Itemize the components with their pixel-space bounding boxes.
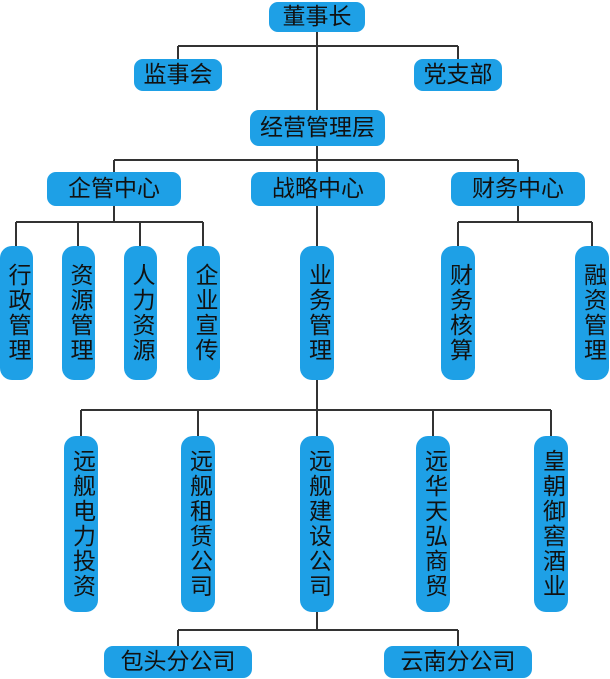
co-power-label: 远舰电力投资 [68, 449, 95, 599]
co-liquor-box[interactable]: 皇朝御窖酒业 [534, 436, 568, 612]
supervisory-label: 监事会 [143, 61, 213, 88]
branch-yunnan-box[interactable]: 云南分公司 [384, 646, 532, 678]
dept-accounting-box[interactable]: 财务核算 [441, 246, 475, 380]
dept-pr-label: 企业宣传 [191, 263, 217, 363]
board-label: 董事长 [282, 3, 352, 30]
dept-resource-label: 资源管理 [66, 263, 92, 363]
dept-pr-box[interactable]: 企业宣传 [187, 246, 220, 380]
board-box[interactable]: 董事长 [269, 2, 365, 32]
supervisory-box[interactable]: 监事会 [134, 59, 222, 91]
dept-business-box[interactable]: 业务管理 [300, 246, 334, 380]
party-label: 党支部 [423, 61, 493, 88]
dept-business-label: 业务管理 [304, 263, 331, 363]
center-strategy-label: 战略中心 [272, 175, 364, 202]
dept-admin-box[interactable]: 行政管理 [0, 246, 33, 380]
center-strategy-box[interactable]: 战略中心 [251, 172, 385, 206]
branch-baotou-box[interactable]: 包头分公司 [104, 646, 252, 678]
co-leasing-box[interactable]: 远舰租赁公司 [181, 436, 215, 612]
dept-resource-box[interactable]: 资源管理 [62, 246, 95, 380]
co-leasing-label: 远舰租赁公司 [185, 449, 212, 599]
dept-hr-label: 人力资源 [128, 263, 154, 363]
center-enterprise-label: 企管中心 [68, 175, 160, 202]
branch-baotou-label: 包头分公司 [120, 648, 236, 675]
dept-financing-box[interactable]: 融资管理 [575, 246, 609, 380]
management-box[interactable]: 经营管理层 [250, 110, 385, 146]
center-enterprise-box[interactable]: 企管中心 [47, 172, 181, 206]
branch-yunnan-label: 云南分公司 [400, 648, 516, 675]
co-power-box[interactable]: 远舰电力投资 [64, 436, 98, 612]
co-construction-label: 远舰建设公司 [304, 449, 331, 599]
management-label: 经营管理层 [260, 114, 375, 141]
party-box[interactable]: 党支部 [414, 59, 502, 91]
dept-financing-label: 融资管理 [579, 263, 606, 363]
center-finance-box[interactable]: 财务中心 [451, 172, 585, 206]
dept-admin-label: 行政管理 [4, 263, 30, 363]
center-finance-label: 财务中心 [472, 175, 564, 202]
co-yuanhua-label: 远华天弘商贸 [420, 449, 447, 599]
co-liquor-label: 皇朝御窖酒业 [538, 449, 565, 599]
dept-accounting-label: 财务核算 [445, 263, 472, 363]
co-yuanhua-box[interactable]: 远华天弘商贸 [416, 436, 450, 612]
co-construction-box[interactable]: 远舰建设公司 [300, 436, 334, 612]
dept-hr-box[interactable]: 人力资源 [124, 246, 157, 380]
